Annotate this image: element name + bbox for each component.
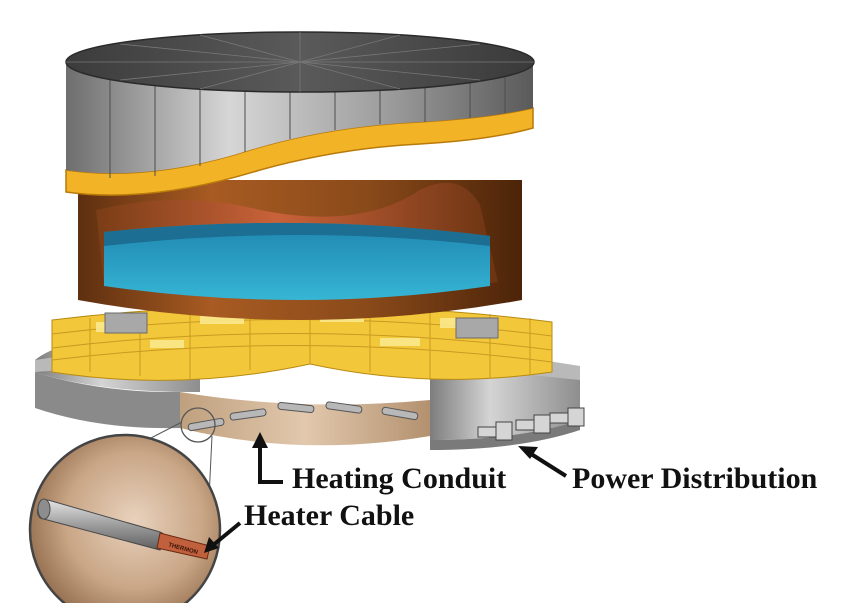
heater-cable: THERMON [36, 498, 211, 560]
support-block-right [455, 317, 499, 339]
stored-liquid [104, 222, 490, 300]
arrow-up-icon [252, 432, 283, 484]
magnifier-target-circle [180, 407, 216, 443]
power-box-1 [477, 421, 513, 441]
power-box-2 [515, 414, 551, 434]
power-distribution-label: Power Distribution [572, 462, 818, 495]
power-box-3 [549, 407, 585, 427]
support-block-left [104, 312, 148, 334]
tank-roof [65, 31, 535, 178]
conduit-4 [325, 401, 363, 414]
magnifier-lens [28, 433, 222, 603]
conduit-5 [381, 406, 419, 421]
arrow-up-left-icon [518, 446, 568, 478]
heating-conduit-label: Heating Conduit [292, 462, 507, 495]
power-distribution-boxes [477, 407, 585, 441]
conduit-3 [277, 401, 315, 414]
conduit-2 [229, 408, 267, 421]
arrow-down-left-icon [204, 521, 242, 553]
heater-cable-label: Heater Cable [244, 499, 415, 532]
